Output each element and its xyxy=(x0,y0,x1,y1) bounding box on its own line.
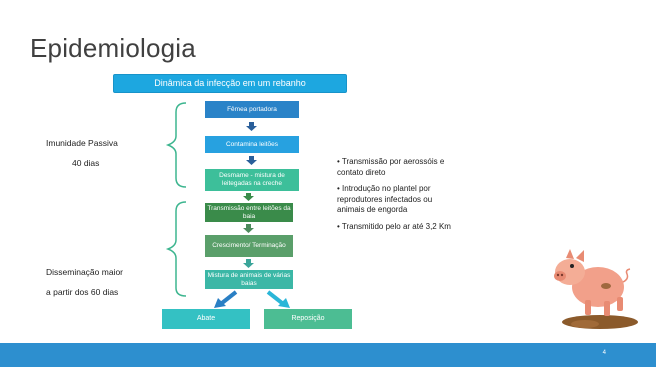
box-crescimento: Crescimento/ Terminação xyxy=(205,235,293,257)
imunidade-label: Imunidade Passiva xyxy=(46,138,118,148)
down-arrow-icon xyxy=(243,259,254,268)
down-arrow-icon xyxy=(243,193,254,201)
disseminacao-days: a partir dos 60 dias xyxy=(46,287,119,297)
bullet-item: • Transmitido pelo ar até 3,2 Km xyxy=(337,221,451,231)
down-arrow-icon xyxy=(246,122,257,165)
box-contamina-leitoes: Contamina leitões xyxy=(205,136,299,153)
imunidade-days: 40 dias xyxy=(72,158,100,168)
bracket-imunidade xyxy=(165,102,187,188)
diagram-banner: Dinâmica da infecção em um rebanho xyxy=(113,74,347,93)
page-number: 4 xyxy=(602,350,606,356)
bullet-item: • Transmissão por aerossóis e contato di… xyxy=(337,157,445,177)
bullet-list: • Transmissão por aerossóis e contato di… xyxy=(337,157,455,238)
slide-title: Epidemiologia xyxy=(30,33,196,63)
box-femea-portadora: Fêmea portadora xyxy=(205,101,299,118)
down-arrow-icon xyxy=(243,224,254,233)
box-reposicao: Reposição xyxy=(264,309,352,329)
box-abate: Abate xyxy=(162,309,250,329)
footer-bar: 4 xyxy=(0,343,656,367)
pig-illustration xyxy=(554,249,638,329)
diagonal-arrow-left xyxy=(214,290,238,308)
disseminacao-label: Disseminação maior xyxy=(46,267,123,277)
bracket-disseminacao xyxy=(165,201,187,297)
box-desmame: Desmame - mistura de leitegadas na crech… xyxy=(205,169,299,191)
box-transmissao: Transmissão entre leitões da baia xyxy=(205,203,293,222)
bullet-item: • Introdução no plantel por reprodutores… xyxy=(337,184,433,214)
box-mistura: Mistura de animais de várias baias xyxy=(205,270,293,289)
diagonal-arrow-right xyxy=(266,290,290,308)
